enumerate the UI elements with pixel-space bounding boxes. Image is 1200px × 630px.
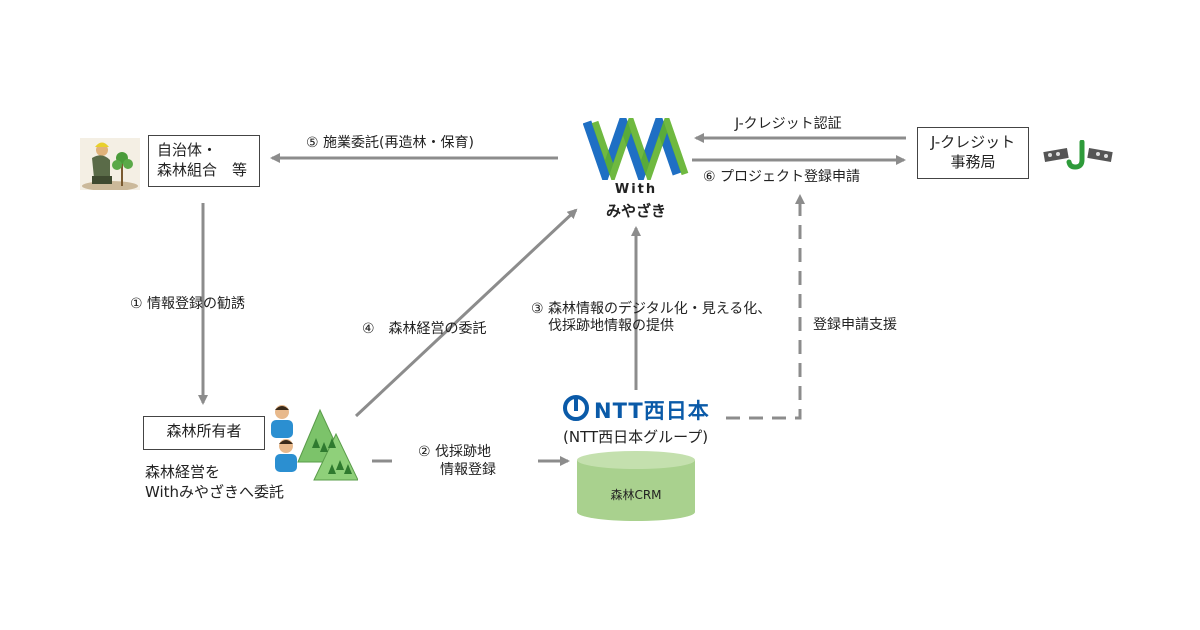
with-miyazaki-logo-icon — [582, 108, 689, 188]
edge-e3-label: ③ 森林情報のデジタル化・見える化、 伐採跡地情報の提供 — [531, 301, 771, 335]
crm-database-icon — [577, 451, 695, 521]
ntt-group-label: (NTT西日本グループ) — [563, 428, 709, 446]
municipality-line2: 森林組合 等 — [157, 161, 248, 179]
node-municipality: 自治体・ 森林組合 等 — [148, 135, 260, 187]
edge-e2-line1: ② 伐採跡地 — [418, 444, 492, 460]
edge-certify-label: J-クレジット認証 — [735, 116, 842, 132]
edge-e6-label: ⑥ プロジェクト登録申請 — [703, 169, 861, 185]
forest-worker-icon — [80, 138, 140, 190]
arrow-e4 — [354, 208, 578, 418]
node-forest-owner: 森林所有者 — [143, 416, 265, 450]
edge-e3-line2: 伐採跡地情報の提供 — [548, 318, 674, 334]
node-jcredit-office: J-クレジット 事務局 — [917, 127, 1029, 179]
edge-support-label: 登録申請支援 — [813, 317, 897, 333]
node-with-miyazaki: With みやざき — [582, 108, 689, 228]
owner-note-line1: 森林経営を — [145, 463, 221, 481]
edge-e2-line2: 情報登録 — [440, 462, 496, 478]
ntt-logo-icon — [563, 395, 589, 421]
edge-e4-label: ④ 森林経営の委託 — [362, 321, 487, 337]
with-miyazaki-name: みやざき — [605, 202, 666, 220]
jcredit-office-line1: J-クレジット — [930, 133, 1016, 151]
edge-e1-label: ① 情報登録の勧誘 — [130, 296, 246, 312]
arrow-support — [726, 194, 805, 420]
municipality-line1: 自治体・ — [157, 141, 218, 159]
edge-e5-label: ⑤ 施業委託(再造林・保育) — [306, 135, 474, 151]
forest-owner-label: 森林所有者 — [166, 422, 242, 440]
node-ntt: NTT西日本 — [562, 393, 722, 423]
crm-label: 森林CRM — [610, 488, 662, 502]
edge-e2-label: ② 伐採跡地 情報登録 — [418, 443, 496, 479]
owner-note-line2: Withみやざきへ委託 — [145, 483, 285, 501]
owner-note: 森林経営を Withみやざきへ委託 — [145, 462, 284, 502]
edge-e3-line1: ③ 森林情報のデジタル化・見える化、 — [531, 301, 772, 317]
ntt-logo-text: NTT西日本 — [594, 399, 710, 423]
j-credit-logo-icon — [1043, 140, 1113, 170]
jcredit-office-line2: 事務局 — [950, 153, 996, 171]
forest-owners-icon — [271, 405, 358, 481]
with-miyazaki-with: With — [614, 182, 658, 197]
